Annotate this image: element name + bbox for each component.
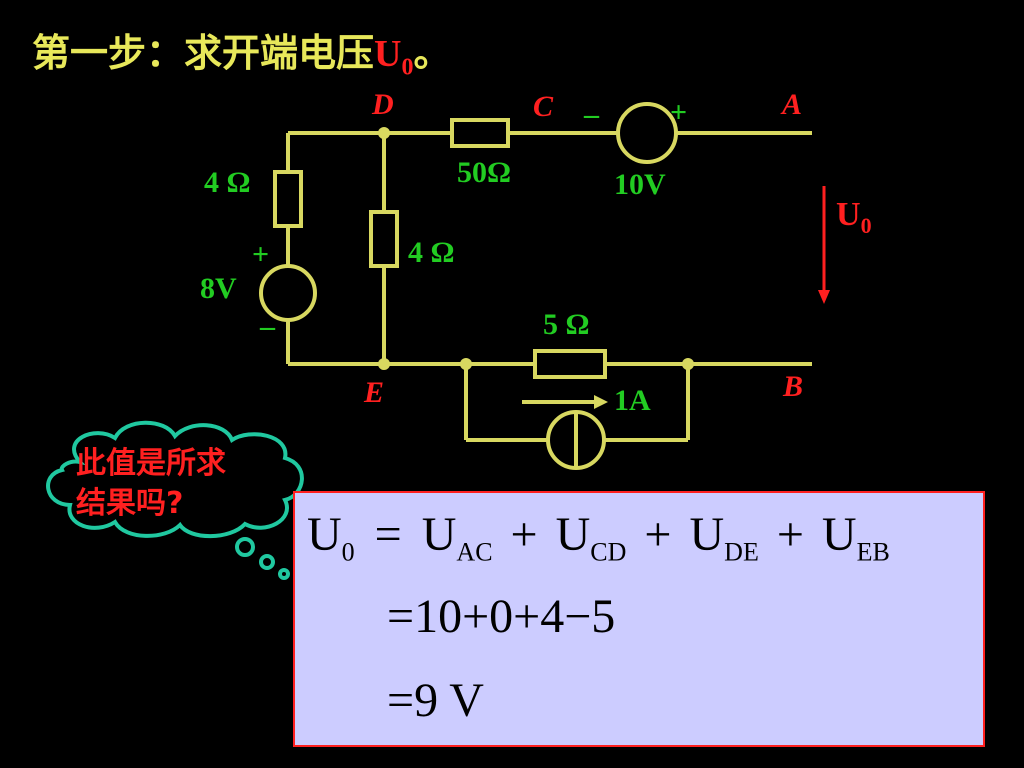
node-label-a: A bbox=[782, 88, 803, 121]
title-tail: 。 bbox=[413, 31, 452, 75]
label-mid-4ohm: 4 Ω bbox=[408, 236, 455, 269]
node-dot-e bbox=[378, 358, 390, 370]
formula-box: U0 = UAC + UCD + UDE + UEB =10+0+4−5 =9 … bbox=[293, 491, 985, 747]
resistor-mid-4ohm bbox=[369, 210, 399, 268]
node-dot-loop-right bbox=[682, 358, 694, 370]
label-10v: 10V bbox=[614, 168, 666, 201]
cloud-line-1: 此值是所求 bbox=[76, 446, 226, 481]
voltage-source-10v bbox=[616, 102, 678, 164]
label-10v-plus: + bbox=[670, 96, 688, 129]
resistor-5ohm bbox=[533, 349, 607, 379]
thought-bubble-1 bbox=[235, 537, 255, 557]
thought-cloud bbox=[46, 420, 304, 580]
slide-title: 第一步：求开端电压U0。 bbox=[32, 22, 451, 82]
thought-bubble-2 bbox=[259, 554, 275, 570]
label-8v-plus: + bbox=[252, 238, 270, 271]
node-label-e: E bbox=[364, 376, 385, 409]
voltage-source-8v bbox=[259, 264, 317, 322]
label-5ohm: 5 Ω bbox=[543, 308, 590, 341]
formula-line-3: =9 V bbox=[387, 674, 484, 727]
formula-line-2: =10+0+4−5 bbox=[387, 590, 616, 643]
resistor-left-4ohm bbox=[273, 170, 303, 228]
thought-bubble-3 bbox=[278, 568, 290, 580]
u0-arrow-head bbox=[818, 290, 830, 304]
resistor-50ohm bbox=[450, 118, 510, 148]
cloud-line-2: 结果吗? bbox=[76, 486, 184, 521]
label-1a: 1A bbox=[614, 384, 651, 417]
label-50ohm: 50Ω bbox=[457, 156, 512, 189]
label-u0: U0 bbox=[836, 196, 872, 238]
label-8v-minus: – bbox=[260, 310, 275, 343]
node-label-c: C bbox=[533, 90, 554, 123]
label-8v: 8V bbox=[200, 272, 237, 305]
node-dot-d bbox=[378, 127, 390, 139]
node-dot-loop-left bbox=[460, 358, 472, 370]
node-label-d: D bbox=[372, 88, 394, 121]
current-arrow-head bbox=[594, 395, 608, 409]
node-label-b: B bbox=[783, 370, 804, 403]
label-left-4ohm: 4 Ω bbox=[204, 166, 251, 199]
cloud-question: 此值是所求 结果吗? bbox=[76, 444, 286, 524]
formula-line-1: U0 = UAC + UCD + UDE + UEB bbox=[307, 508, 890, 567]
title-text: 第一步：求开端电压 bbox=[32, 31, 375, 75]
title-variable: U0 bbox=[374, 33, 414, 81]
label-10v-minus: – bbox=[584, 98, 599, 131]
